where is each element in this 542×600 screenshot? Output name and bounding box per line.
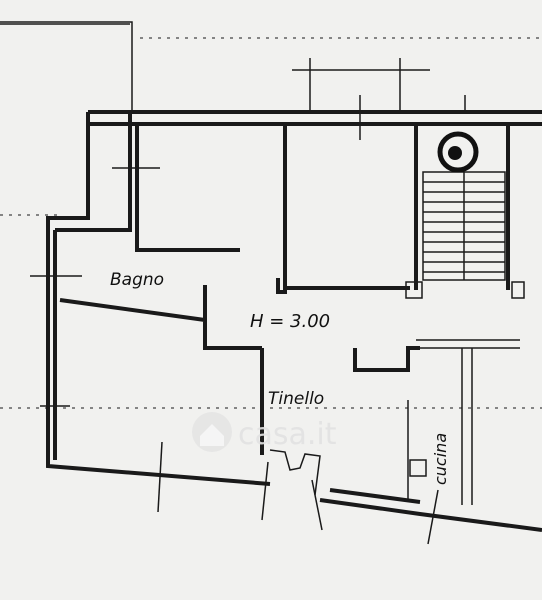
interior-walls xyxy=(59,124,420,496)
neighbour-outline xyxy=(0,21,466,140)
label-kitchen: cucina xyxy=(431,433,450,485)
reference-dashed-lines xyxy=(0,37,542,409)
label-bathroom: Bagno xyxy=(110,270,164,290)
home-icon xyxy=(200,424,224,446)
label-dinette: Tinello xyxy=(268,389,324,409)
outer-walls xyxy=(46,110,542,532)
label-ceiling-height: H = 3.00 xyxy=(250,311,330,332)
staircase xyxy=(405,124,525,299)
dimension-ticks xyxy=(30,167,439,545)
watermark: casa.it xyxy=(192,412,337,452)
watermark-text: casa.it xyxy=(238,417,337,452)
stair-post-icon xyxy=(437,131,479,173)
right-wall-lines xyxy=(407,339,520,505)
